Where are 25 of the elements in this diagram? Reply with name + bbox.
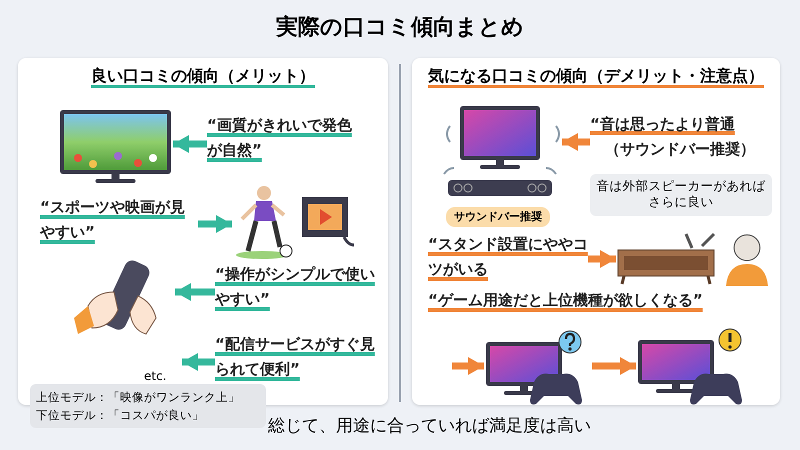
note-bubble: 上位モデル：「映像がワンランク上」 下位モデル：「コスパが良い」	[30, 384, 266, 428]
arrow	[588, 250, 616, 268]
quote-subtext: （サウンドバー推奨）	[604, 139, 756, 160]
quote-text: “スポーツや映画が見やすい”	[40, 195, 198, 253]
panel-heading: 気になる口コミの傾向（デメリット・注意点）	[428, 66, 764, 88]
arrow	[182, 353, 215, 371]
note-bubble: 音は外部スピーカーがあればさらに良い	[590, 174, 772, 216]
etc-text: etc.	[144, 369, 166, 383]
title: 実際の口コミ傾向まとめ	[275, 14, 525, 42]
quote-text: “ゲーム用途だと上位機種が欲しくなる”	[428, 288, 776, 320]
panel-card	[18, 58, 388, 405]
quote-text: “操作がシンプルで使いやすい”	[215, 262, 375, 322]
summary-caption: 総じて、用途に合っていれば満足度は高い	[268, 415, 591, 437]
quote-text: “スタンド設置にややコツがいる	[428, 232, 588, 286]
arrow	[452, 357, 484, 375]
quote-text: “音は思ったより普通	[590, 114, 736, 135]
panel-heading: 良い口コミの傾向（メリット）	[91, 66, 315, 88]
arrow	[592, 357, 636, 375]
arrow	[175, 283, 215, 301]
arrow	[198, 215, 232, 233]
arrow	[562, 133, 590, 151]
quote-text: “画質がきれいで発色が自然”	[207, 113, 357, 175]
tag-label: サウンドバー推奨	[446, 207, 550, 227]
arrow	[173, 135, 207, 153]
panel-card	[412, 58, 780, 405]
